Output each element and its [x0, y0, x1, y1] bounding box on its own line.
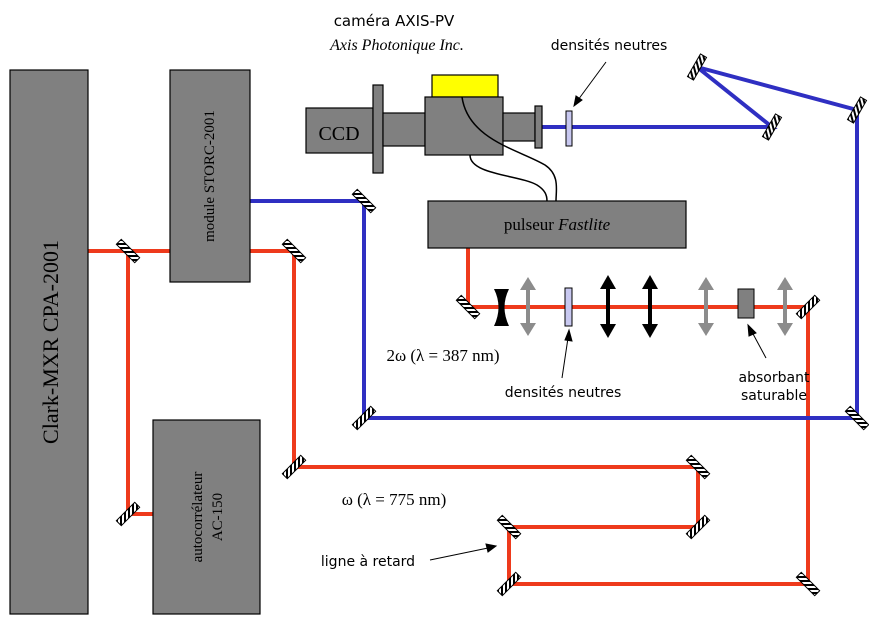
camera-tube-left	[382, 112, 426, 147]
probe-line-optics	[494, 275, 793, 338]
autocorrelator: autocorrélateur AC-150	[152, 419, 261, 615]
storc-module: module STORC-2001	[169, 69, 251, 283]
absorber-label-line2: saturable	[741, 388, 807, 404]
nd-filter-bottom	[564, 287, 573, 327]
beam-probe-line	[466, 248, 808, 309]
red-beam-label: ω (λ = 775 nm)	[342, 490, 447, 509]
mirror-icon	[685, 514, 711, 540]
absorber-label-line1: absorbant	[739, 370, 810, 386]
camera-label-line1: caméra AXIS-PV	[334, 12, 455, 30]
camera-tube-right	[502, 112, 536, 142]
diverging-lens-icon	[494, 289, 509, 326]
camera-assembly: CCD	[305, 74, 558, 202]
autocorrelator-label-line1: autocorrélateur	[190, 472, 206, 563]
gray-lens-2-icon	[698, 277, 714, 336]
laser-label: Clark-MXR CPA-2001	[38, 240, 63, 444]
mirror-icon	[685, 454, 711, 480]
mirror-icon	[795, 294, 821, 320]
mirror-icon	[115, 501, 141, 527]
mirror-icon	[281, 238, 307, 264]
nd-top-label: densités neutres	[551, 38, 668, 54]
blue-beam-label: 2ω (λ = 387 nm)	[386, 346, 499, 365]
gray-lens-1-icon	[520, 277, 536, 336]
black-lens-2-icon	[642, 275, 658, 338]
laser-source: Clark-MXR CPA-2001	[9, 69, 89, 615]
camera-cable-2	[469, 154, 548, 202]
mirrors	[115, 53, 869, 597]
camera-cable-1	[461, 96, 558, 202]
second-harmonic-beam-paths	[250, 65, 859, 420]
ccd-label: CCD	[318, 123, 359, 145]
mirror-icon	[115, 238, 141, 264]
pulser: pulseur Fastlite	[427, 200, 687, 249]
mirror-icon	[846, 96, 868, 124]
pulser-label: pulseur Fastlite	[504, 215, 611, 234]
pointer-arrows	[429, 61, 767, 561]
mirror-icon	[496, 571, 522, 597]
nd-bottom-label: densités neutres	[505, 385, 622, 401]
saturable-absorber	[737, 288, 755, 319]
mirror-icon	[844, 405, 869, 431]
arrow-nd-top	[577, 61, 607, 101]
camera-flange	[372, 84, 384, 174]
storc-label: module STORC-2001	[202, 110, 218, 242]
gray-lens-3-icon	[777, 277, 793, 336]
black-lens-1-icon	[600, 275, 616, 338]
nd-filter-top	[565, 110, 573, 147]
mirror-icon	[761, 113, 783, 141]
arrow-absorber	[751, 331, 767, 359]
beam-storc-to-camera	[250, 65, 859, 420]
camera-lens-flange	[534, 105, 543, 149]
mirror-icon	[496, 514, 522, 540]
mirror-icon	[795, 571, 821, 597]
mirror-icon	[455, 294, 481, 320]
camera-label-line2: Axis Photonique Inc.	[329, 37, 464, 54]
mirror-icon	[686, 53, 708, 81]
arrow-nd-bottom	[561, 337, 569, 379]
mirror-icon	[351, 405, 377, 431]
beam-to-autocorrelator	[126, 251, 153, 516]
arrow-delay-line	[429, 547, 489, 561]
mirror-icon	[281, 454, 307, 480]
camera-head-top	[431, 74, 499, 98]
mirror-icon	[351, 188, 377, 214]
delay-line-label: ligne à retard	[321, 554, 415, 570]
autocorrelator-label-line2: AC-150	[210, 493, 226, 541]
